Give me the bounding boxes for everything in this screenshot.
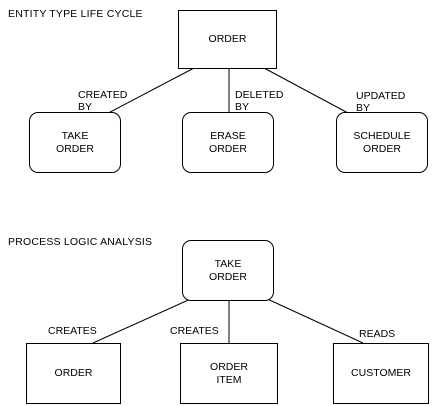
schedule-order-label-line2: ORDER bbox=[363, 142, 401, 155]
entity-life-cycle-title: ENTITY TYPE LIFE CYCLE bbox=[8, 8, 143, 20]
connector-take-order-to-customer bbox=[262, 296, 364, 344]
customer-entity-box: CUSTOMER bbox=[333, 343, 429, 404]
take-order-process-box: TAKE ORDER bbox=[29, 112, 121, 173]
created-by-label-line1: CREATED bbox=[78, 89, 128, 101]
customer-box-label: CUSTOMER bbox=[351, 367, 411, 379]
process-logic-title: PROCESS LOGIC ANALYSIS bbox=[8, 236, 153, 248]
schedule-order-process-box: SCHEDULE ORDER bbox=[336, 112, 428, 173]
order-item-label-line1: ORDER bbox=[210, 360, 248, 373]
take-order-label-line2: ORDER bbox=[56, 142, 94, 155]
order-item-entity-box: ORDER ITEM bbox=[180, 343, 278, 404]
take-order-label-line1: TAKE bbox=[61, 129, 89, 142]
order-item-label-line2: ITEM bbox=[216, 373, 242, 386]
order-entity-label: ORDER bbox=[208, 33, 247, 45]
deleted-by-label-line2: BY bbox=[235, 101, 250, 113]
updated-by-label-line2: BY bbox=[356, 102, 371, 114]
reads-customer-label: READS bbox=[359, 328, 396, 340]
order-read-entity-box: ORDER bbox=[26, 343, 121, 404]
erase-order-label-line1: ERASE bbox=[210, 129, 246, 142]
created-by-label: CREATED BY bbox=[78, 89, 127, 113]
order-box-label: ORDER bbox=[54, 367, 93, 379]
take-order-root-box: TAKE ORDER bbox=[182, 240, 274, 301]
erase-order-label-line2: ORDER bbox=[209, 142, 247, 155]
connector-take-order-to-order bbox=[92, 296, 196, 344]
updated-by-label-line1: UPDATED bbox=[356, 90, 406, 102]
take-order-root-label-line1: TAKE bbox=[214, 257, 242, 270]
creates-order-item-label: CREATES bbox=[170, 325, 219, 337]
deleted-by-label: DELETED BY bbox=[235, 89, 283, 113]
created-by-label-line2: BY bbox=[78, 101, 93, 113]
order-entity-box: ORDER bbox=[178, 10, 277, 69]
schedule-order-label-line1: SCHEDULE bbox=[353, 129, 411, 142]
updated-by-label: UPDATED BY bbox=[356, 90, 405, 114]
deleted-by-label-line1: DELETED bbox=[235, 89, 284, 101]
erase-order-process-box: ERASE ORDER bbox=[182, 112, 274, 173]
take-order-root-label-line2: ORDER bbox=[209, 270, 247, 283]
creates-order-label: CREATES bbox=[48, 325, 97, 337]
